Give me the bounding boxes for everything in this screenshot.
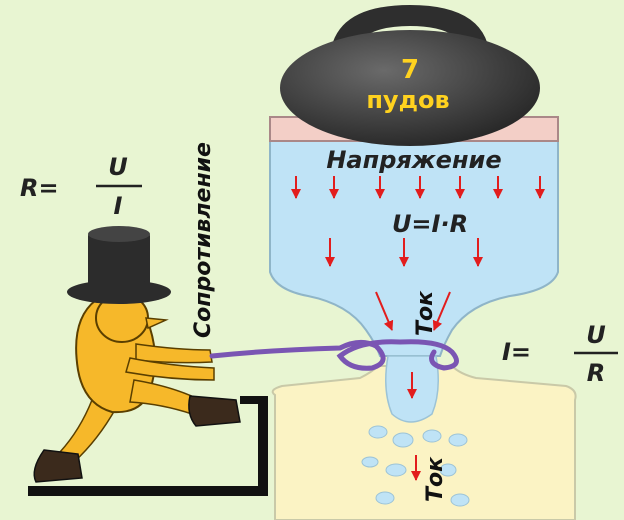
- weight-unit: пудов: [366, 86, 449, 114]
- current-formula-denominator: R: [587, 359, 605, 387]
- floor-step: [28, 396, 268, 496]
- resistance-label: Сопротивление: [191, 142, 216, 338]
- current-formula-numerator: U: [586, 321, 606, 349]
- water-droplets: [361, 425, 470, 507]
- resistance-formula-left: R=: [20, 174, 59, 202]
- voltage-label: Напряжение: [326, 146, 501, 174]
- current-label-bottom: Ток: [423, 456, 448, 502]
- resistance-formula-numerator: U: [108, 153, 128, 181]
- ohm-law-formula: U=I·R: [392, 210, 468, 238]
- resistance-man: [33, 226, 241, 483]
- upper-vessel: [269, 139, 559, 357]
- rope: [209, 339, 459, 371]
- weight-number: 7: [401, 55, 419, 85]
- resistance-formula-denominator: I: [114, 192, 123, 220]
- current-formula: I= U R: [502, 321, 618, 387]
- current-label-top: Ток: [413, 290, 438, 336]
- voltage-arrows: [291, 176, 545, 481]
- kettlebell-weight: 7 пудов: [280, 5, 540, 146]
- current-formula-left: I=: [502, 338, 531, 366]
- resistance-formula: R= U I: [20, 153, 142, 220]
